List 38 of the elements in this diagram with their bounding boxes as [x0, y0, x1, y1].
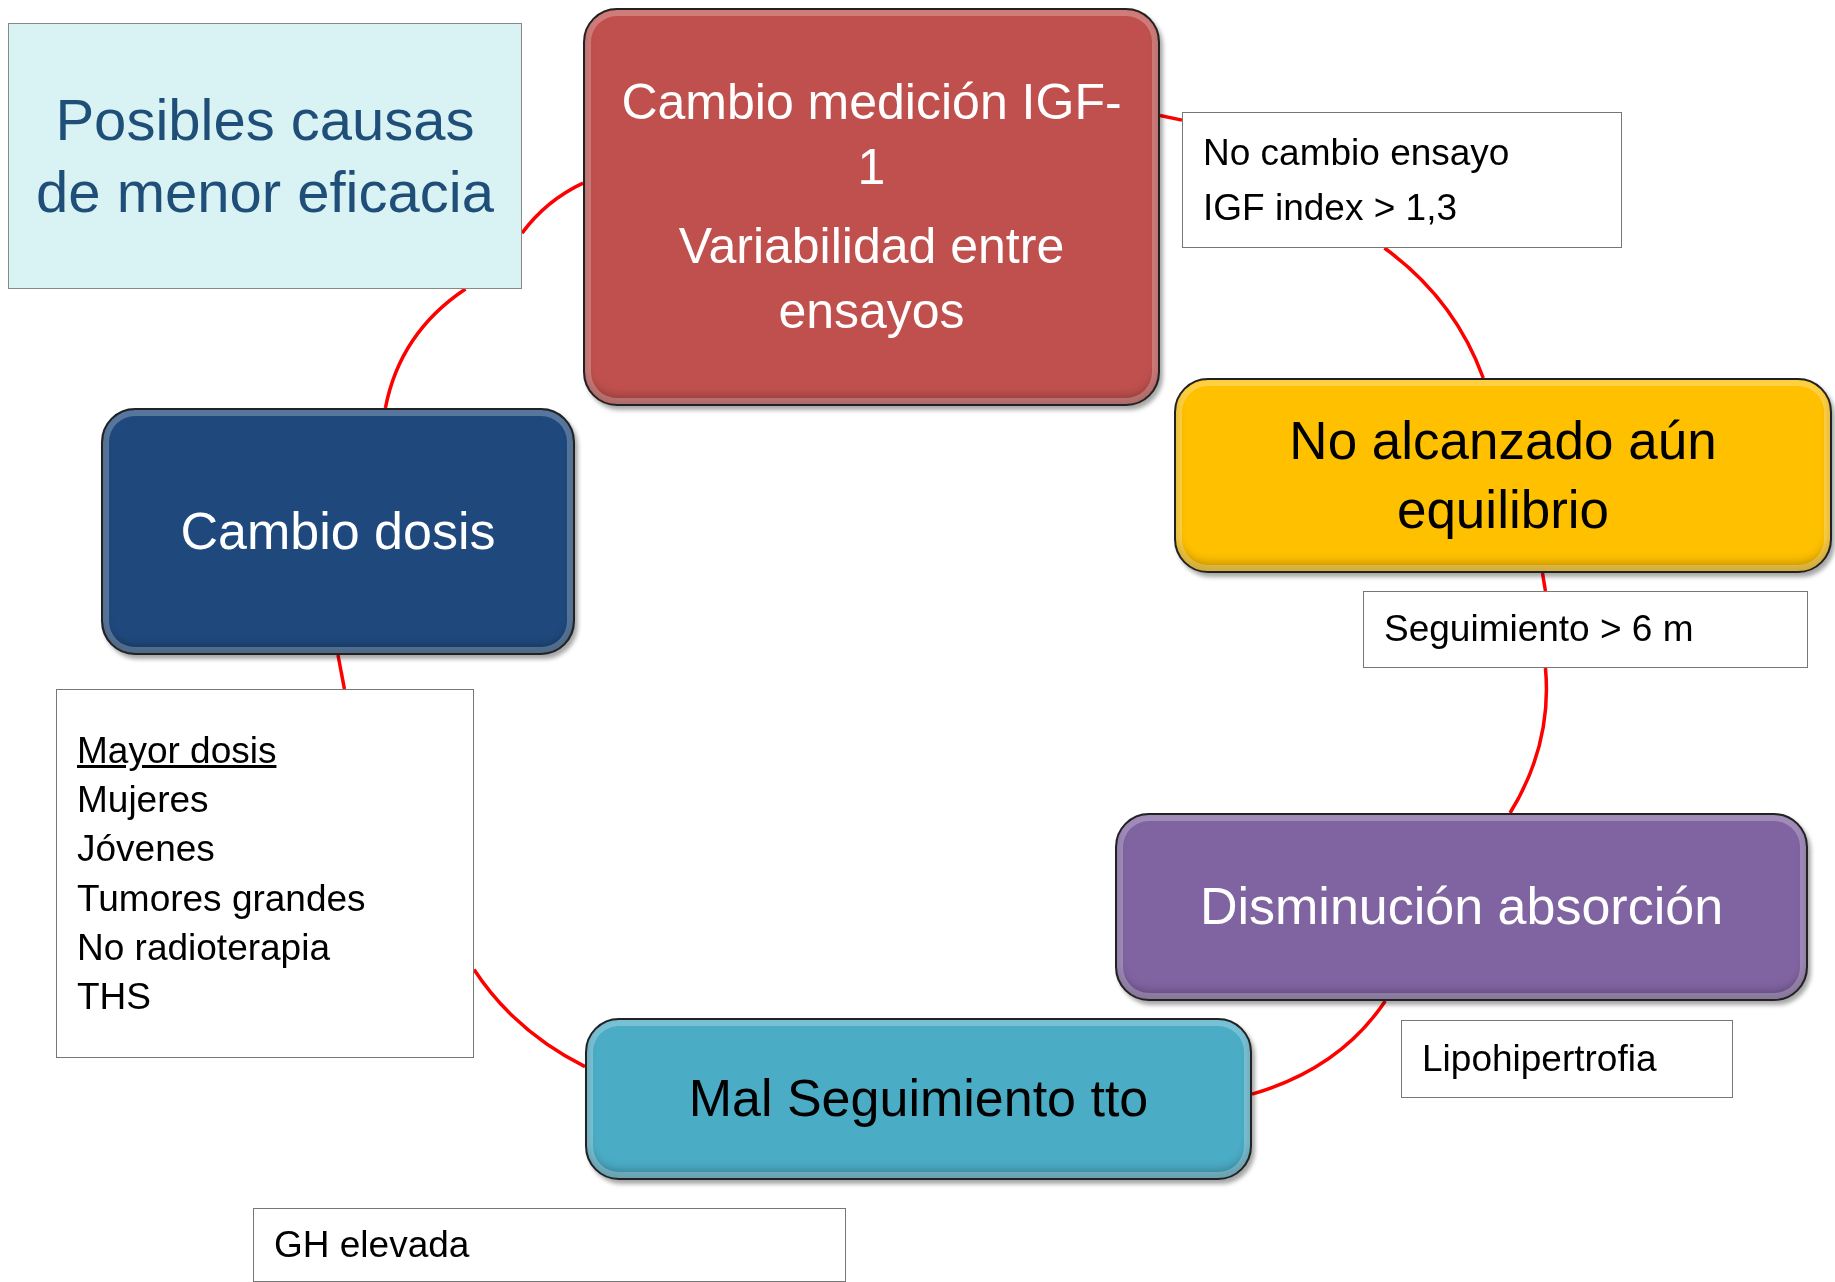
note-box [1401, 1020, 1733, 1098]
list-item: No radioterapia [77, 925, 330, 970]
list-item: Mujeres [77, 778, 209, 823]
list-item: Tumores grandes [77, 876, 366, 921]
rounded-box [1115, 813, 1808, 1001]
connector-arc [1383, 246, 1485, 379]
note-box [253, 1208, 846, 1282]
connector-arc [383, 287, 467, 409]
box-text: Disminución absorción [1198, 876, 1725, 938]
box-text: Mal Seguimiento tto [687, 1068, 1150, 1130]
connector-arc [336, 654, 347, 690]
connector-arc [1251, 1000, 1387, 1096]
list-item: THS [77, 974, 151, 1019]
connector-arc [1508, 667, 1549, 814]
note-text: No cambio ensayo [1203, 130, 1510, 175]
connector-arc [1540, 572, 1548, 592]
connector-arc [1159, 113, 1183, 122]
rounded-box [1174, 378, 1832, 573]
rounded-box [585, 1018, 1252, 1180]
rounded-box [101, 408, 575, 655]
note-text: Seguimiento > 6 m [1384, 607, 1694, 652]
note-box [56, 689, 474, 1058]
list-item: Mayor dosis [77, 728, 277, 773]
rounded-box [583, 8, 1160, 406]
note-text: IGF index > 1,3 [1203, 186, 1457, 230]
connector-arc [472, 968, 586, 1069]
box-text: No alcanzado aún equilibrio [1288, 409, 1718, 541]
connector-arc [520, 181, 584, 235]
note-text: Lipohipertrofia [1422, 1036, 1657, 1081]
list-item: Jóvenes [77, 827, 215, 872]
title-box [8, 23, 522, 289]
title-text: Posibles causas de menor eficacia [35, 85, 495, 226]
note-box [1363, 591, 1808, 668]
note-box [1182, 112, 1622, 248]
note-text: GH elevada [274, 1222, 470, 1267]
box-text: Cambio dosis [179, 500, 497, 562]
box-text: Cambio medición IGF-1 [620, 73, 1123, 197]
box-text: Variabilidad entre ensayos [677, 217, 1066, 341]
